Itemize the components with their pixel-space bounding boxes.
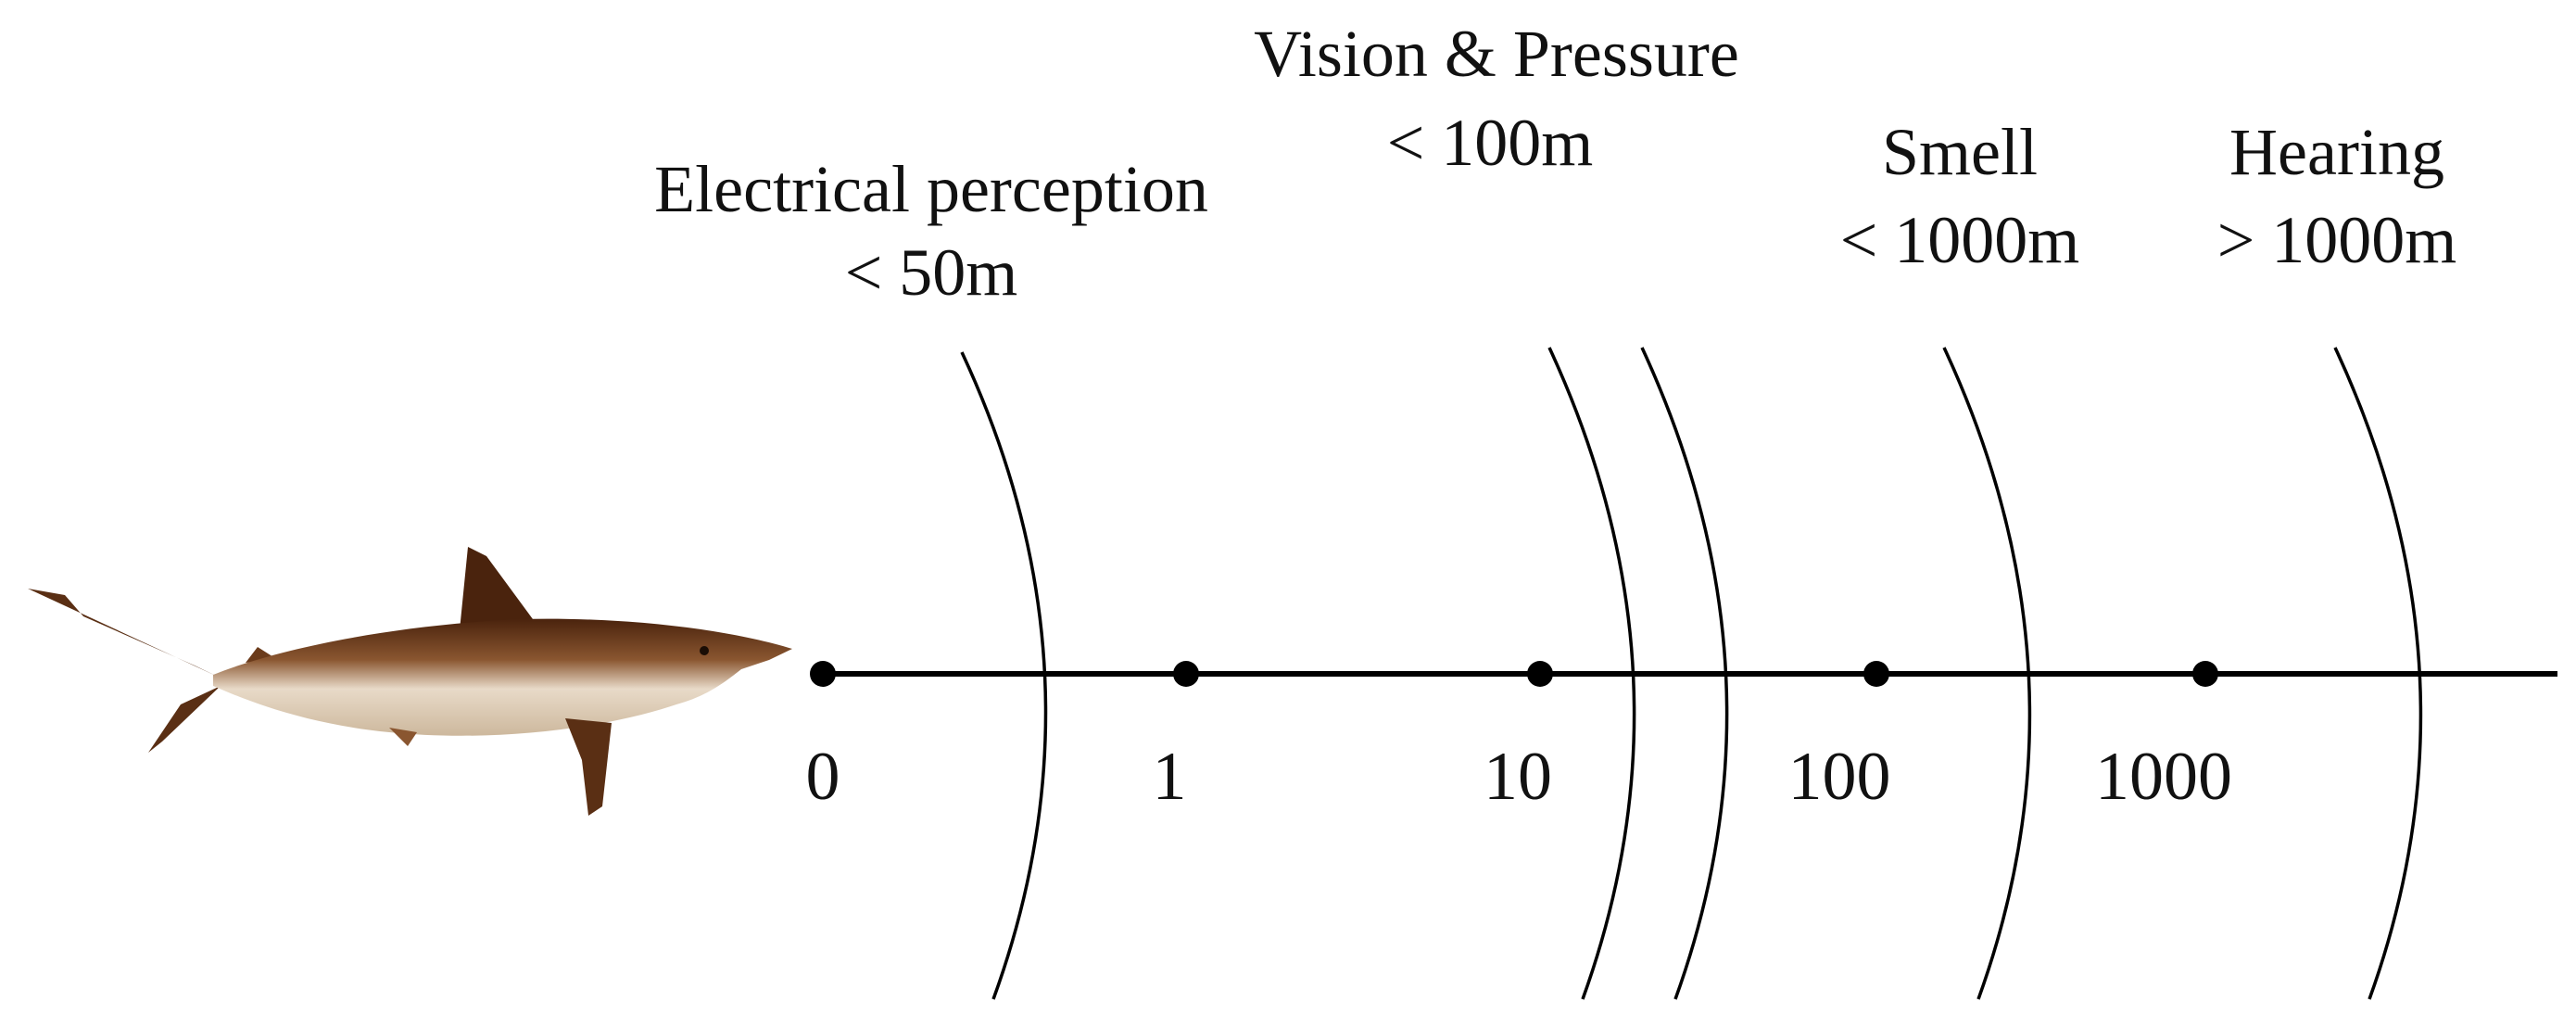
axis-dot-1000 — [2192, 661, 2218, 687]
range-arc-electrical — [960, 351, 1048, 1000]
axis-dot-100 — [1863, 661, 1889, 687]
sense-range-electrical: < 50m — [845, 235, 1018, 310]
axis-dot-1 — [1173, 661, 1199, 687]
sense-label-hearing: Hearing > 1000m — [2217, 115, 2457, 277]
axis-dot-0 — [810, 661, 836, 687]
sense-name-electrical: Electrical perception — [654, 152, 1208, 226]
range-arc-hearing — [2333, 347, 2423, 1000]
axis-tick-label-1000: 1000 — [2095, 739, 2232, 815]
sense-label-smell: Smell < 1000m — [1840, 115, 2080, 277]
sense-range-hearing: > 1000m — [2217, 203, 2457, 277]
sense-name-smell: Smell — [1882, 115, 2038, 189]
range-arc-smell — [1942, 347, 2032, 1000]
range-arc-vision — [1547, 347, 1636, 1000]
shark-icon — [28, 547, 792, 816]
sense-label-electrical: Electrical perception < 50m — [654, 152, 1208, 310]
sense-label-vision-pressure: Vision & Pressure < 100m — [1254, 17, 1739, 180]
sense-range-vision-pressure: < 100m — [1387, 106, 1594, 180]
sense-range-smell: < 1000m — [1840, 203, 2080, 277]
axis-tick-label-10: 10 — [1484, 739, 1552, 815]
axis-dot-10 — [1527, 661, 1553, 687]
sense-name-vision-pressure: Vision & Pressure — [1254, 17, 1739, 91]
axis-tick-label-100: 100 — [1788, 739, 1891, 815]
range-arc-pressure — [1640, 347, 1729, 1000]
sense-name-hearing: Hearing — [2229, 115, 2444, 189]
axis-tick-label-0: 0 — [806, 739, 840, 815]
axis-tick-label-1: 1 — [1153, 739, 1187, 815]
